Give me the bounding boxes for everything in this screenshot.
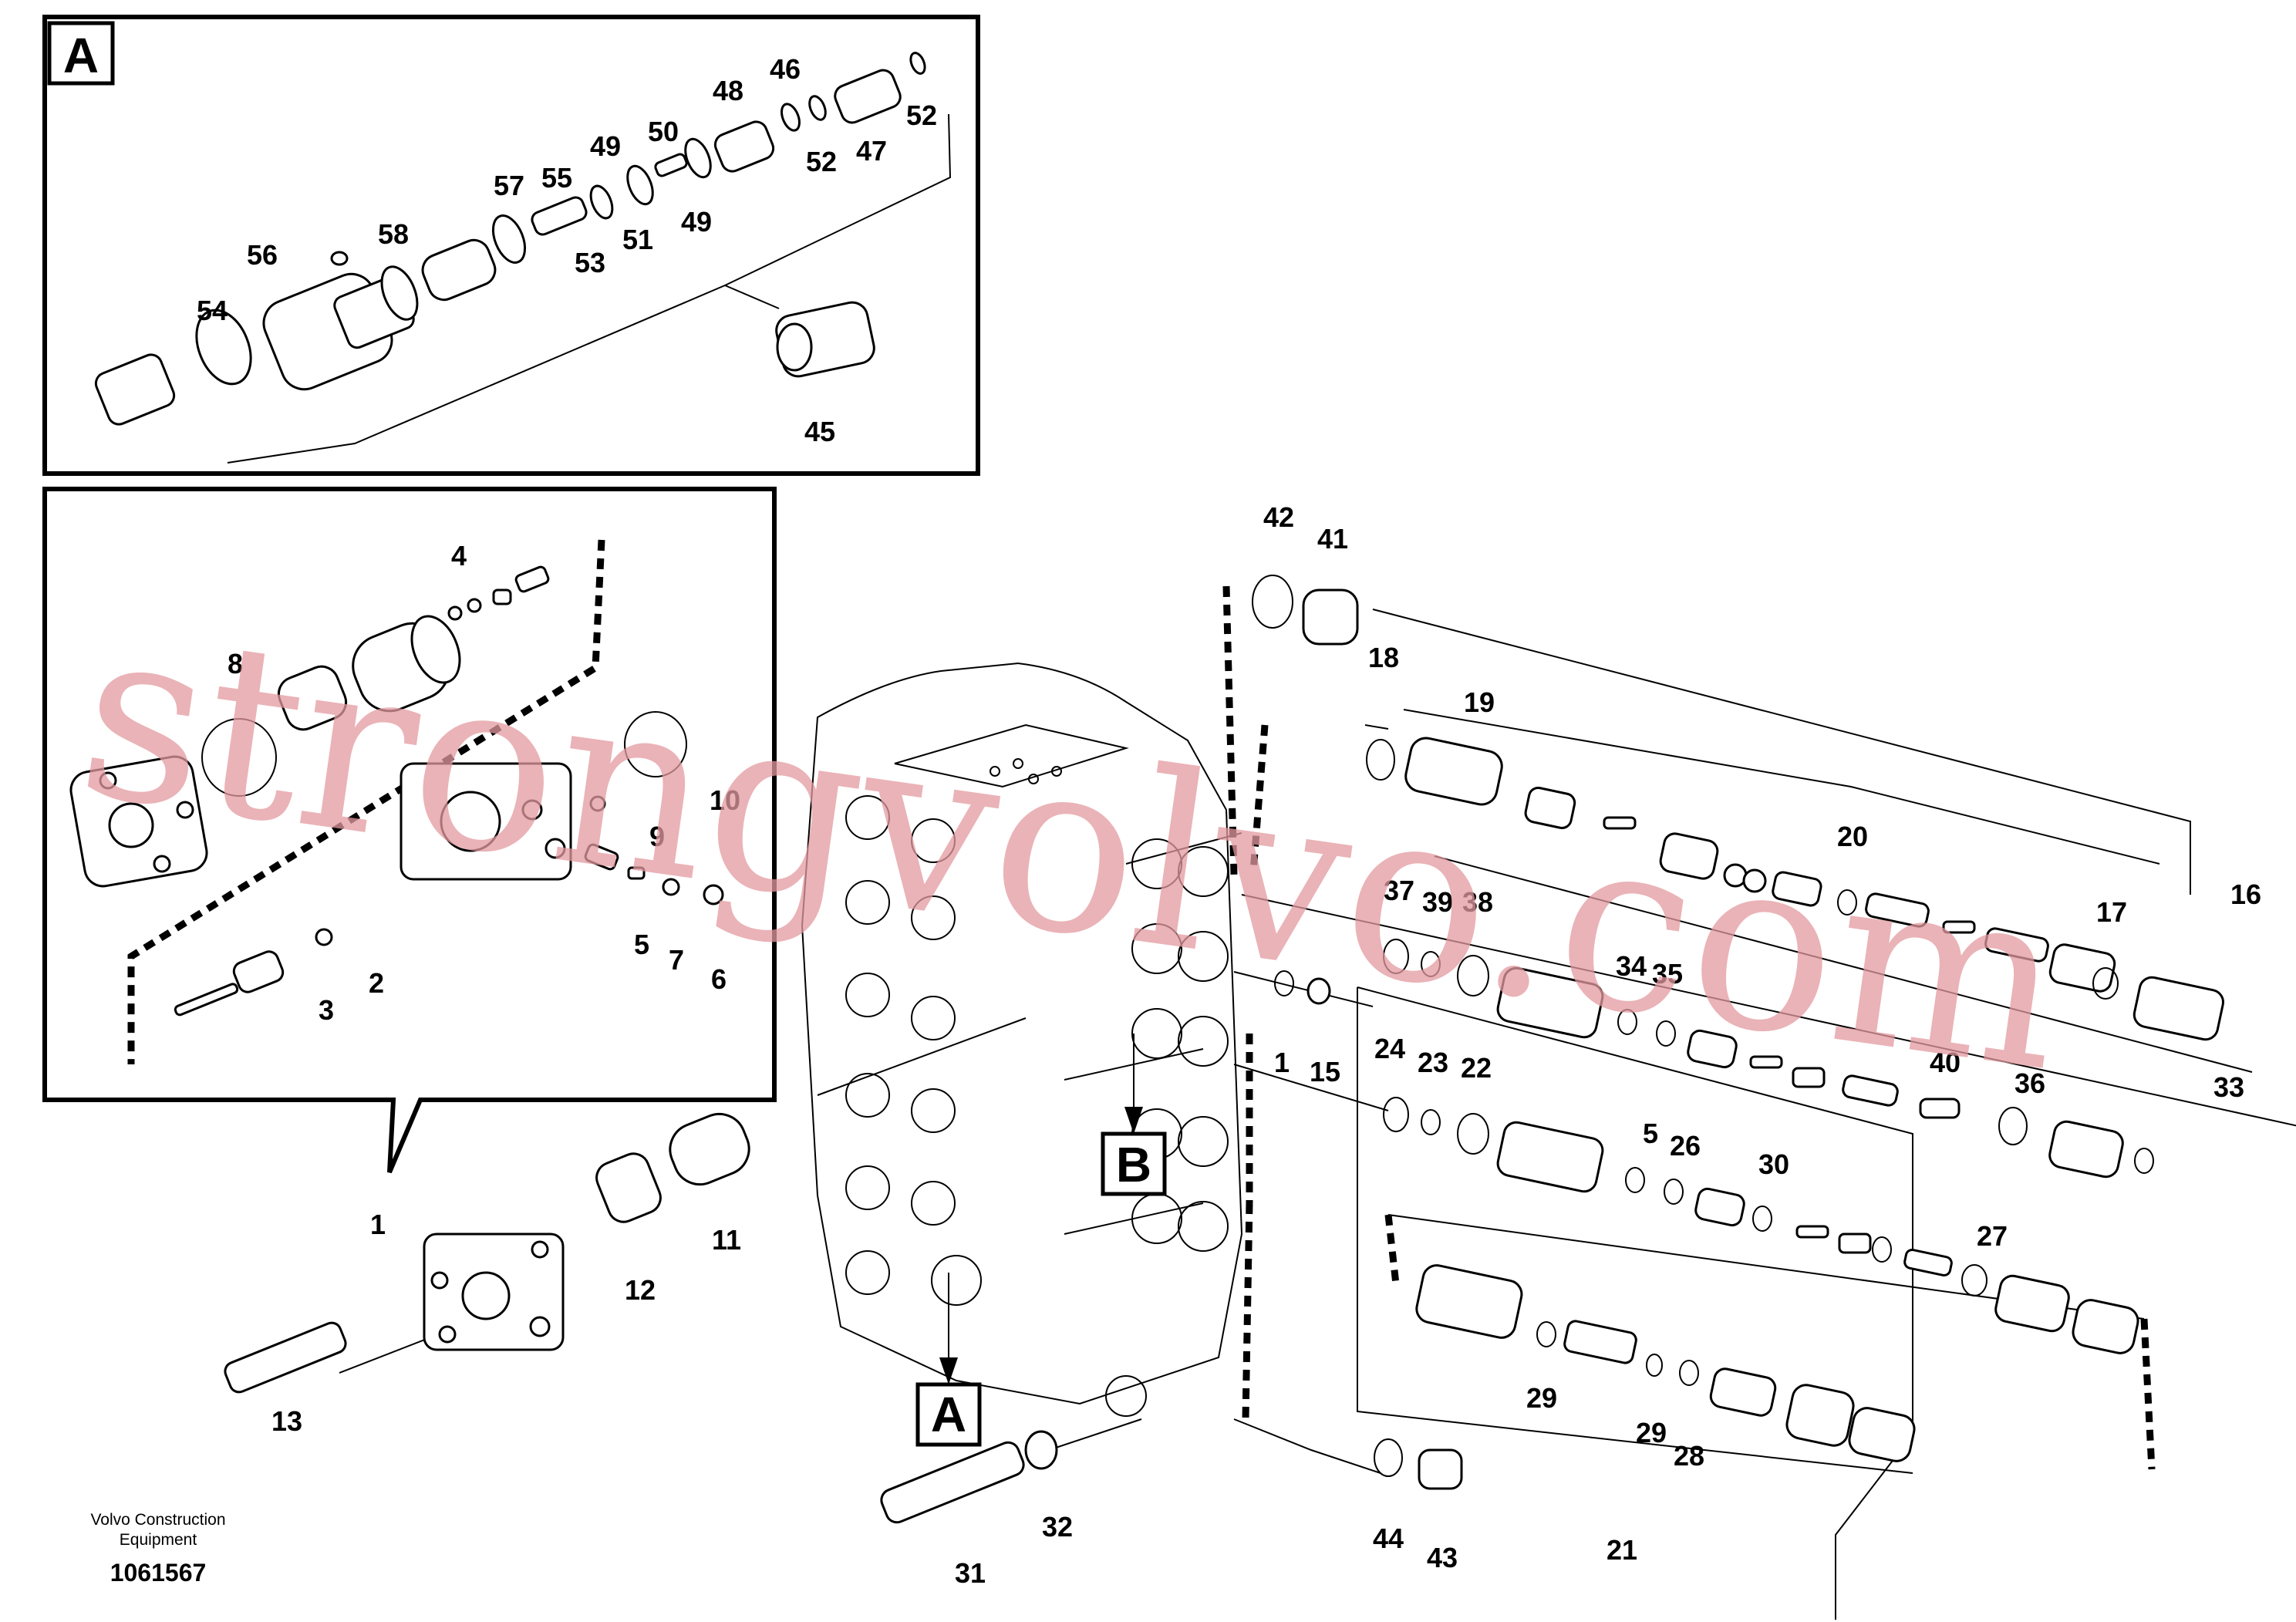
spool-row-middle-parts <box>1383 939 2154 1179</box>
spool-assembly-lines <box>339 585 2296 1620</box>
label-18: 18 <box>1368 642 1399 673</box>
label-40: 40 <box>1930 1047 1961 1078</box>
label-46: 46 <box>770 53 801 85</box>
spool-row-upper-parts <box>1366 737 2224 1041</box>
callout-b: B <box>1101 1034 1167 1196</box>
label-50: 50 <box>648 116 679 147</box>
inset-detail-parts <box>69 565 724 1017</box>
label-45: 45 <box>804 416 835 447</box>
label-39: 39 <box>1422 886 1453 918</box>
label-9: 9 <box>649 821 665 852</box>
label-29-right: 29 <box>1636 1417 1667 1448</box>
label-57: 57 <box>494 170 524 201</box>
label-24: 24 <box>1374 1033 1405 1064</box>
label-35: 35 <box>1652 958 1683 990</box>
label-34: 34 <box>1616 950 1647 982</box>
callout-a-letter: A <box>931 1387 966 1442</box>
label-13: 13 <box>271 1405 302 1437</box>
spool-row-bottom-parts <box>1415 1264 1916 1462</box>
loose-fittings <box>224 575 1463 1524</box>
label-55: 55 <box>541 162 572 194</box>
label-3: 3 <box>319 994 334 1026</box>
label-6: 6 <box>711 963 727 995</box>
label-19: 19 <box>1464 686 1495 718</box>
label-52-lower: 52 <box>806 146 837 177</box>
label-41: 41 <box>1317 523 1348 555</box>
part-labels: 46 52 48 47 52 50 49 49 55 57 51 53 58 5… <box>197 53 2261 1589</box>
label-58: 58 <box>378 218 409 250</box>
label-28: 28 <box>1674 1440 1704 1472</box>
label-49-right: 49 <box>681 206 712 238</box>
label-4: 4 <box>451 540 467 572</box>
label-53: 53 <box>575 247 605 278</box>
label-49-left: 49 <box>590 130 621 162</box>
valve-ports <box>845 758 1229 1417</box>
label-27: 27 <box>1977 1220 2008 1252</box>
label-21: 21 <box>1607 1534 1637 1566</box>
spool-row-lower-parts <box>1383 1097 2139 1354</box>
label-12: 12 <box>625 1274 656 1306</box>
label-22: 22 <box>1461 1052 1492 1084</box>
inset-detail-panel <box>42 487 777 1174</box>
label-54: 54 <box>197 295 228 326</box>
label-11: 11 <box>712 1224 741 1256</box>
label-30: 30 <box>1758 1148 1789 1180</box>
label-44: 44 <box>1373 1523 1404 1554</box>
label-51: 51 <box>622 224 653 255</box>
label-56: 56 <box>247 239 278 271</box>
label-5-main: 5 <box>1643 1118 1658 1149</box>
company-name-line2: Equipment <box>120 1531 197 1549</box>
label-17: 17 <box>2096 896 2127 928</box>
label-20: 20 <box>1837 821 1868 852</box>
main-control-valve-block <box>801 662 1243 1417</box>
label-26: 26 <box>1670 1130 1701 1162</box>
label-52-upper: 52 <box>906 99 937 131</box>
label-42: 42 <box>1263 501 1294 533</box>
label-32: 32 <box>1042 1511 1073 1543</box>
drawing-number: 1061567 <box>110 1559 207 1587</box>
label-1: 1 <box>370 1209 386 1240</box>
label-14: 1 <box>1274 1047 1290 1078</box>
label-47: 47 <box>856 135 887 167</box>
label-23: 23 <box>1418 1047 1448 1078</box>
label-16: 16 <box>2230 878 2261 910</box>
label-37: 37 <box>1384 875 1414 906</box>
label-10: 10 <box>710 784 740 816</box>
company-name-line1: Volvo Construction <box>90 1511 225 1529</box>
inset-a-letter: A <box>63 28 99 83</box>
label-31: 31 <box>955 1557 986 1589</box>
label-2: 2 <box>369 967 384 999</box>
label-29-left: 29 <box>1526 1382 1557 1414</box>
label-8: 8 <box>228 648 243 679</box>
label-33: 33 <box>2213 1071 2244 1103</box>
inset-a-panel: A <box>42 15 980 476</box>
label-36: 36 <box>2014 1067 2045 1099</box>
label-15: 15 <box>1310 1056 1340 1088</box>
callout-b-letter: B <box>1116 1137 1151 1192</box>
inset-a-cartridge-parts <box>94 52 926 426</box>
label-48: 48 <box>713 75 743 106</box>
callout-a: A <box>915 1273 982 1447</box>
label-7: 7 <box>669 944 684 976</box>
label-5-inset: 5 <box>634 929 649 960</box>
label-43: 43 <box>1427 1542 1458 1573</box>
drawing-footer: Volvo Construction Equipment 1061567 <box>90 1511 225 1587</box>
label-38: 38 <box>1462 886 1493 918</box>
